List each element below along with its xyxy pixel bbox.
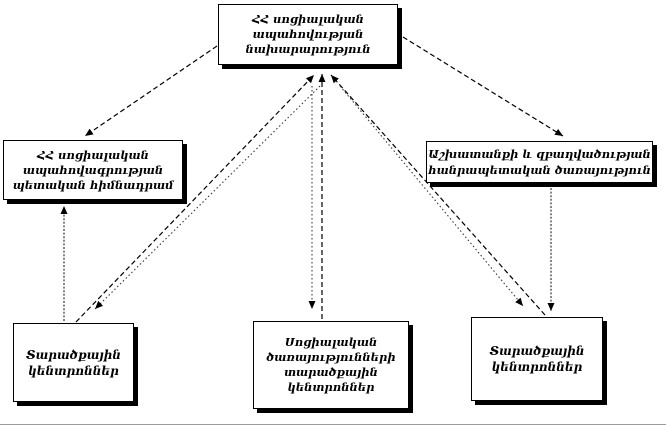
node-territorial-centers-left: Տարածքային կենտրոններ bbox=[13, 323, 134, 402]
node-fund-line: ՀՀ սոցիալական bbox=[37, 147, 149, 162]
node-social-centers-line: Սոցիալական bbox=[284, 335, 378, 349]
node-labor-service-line: հանրապետական ծառայություն bbox=[428, 163, 651, 177]
node-territorial-centers-right: Տարածքային կենտրոններ bbox=[471, 317, 603, 401]
node-social-centers-line: ծառայությունների bbox=[266, 350, 396, 364]
node-ministry: ՀՀ սոցիալական ապահովության նախարարությու… bbox=[218, 4, 398, 65]
edge-ministry-to-fund bbox=[84, 45, 218, 137]
node-labor-service-line: Աշխատանքի և զբաղվածության bbox=[428, 147, 651, 161]
node-territorial-right-line: Տարածքային bbox=[489, 344, 585, 358]
node-social-insurance-fund: ՀՀ սոցիալական ապահովագրության պետական հի… bbox=[3, 140, 183, 200]
node-territorial-right-line: կենտրոններ bbox=[491, 360, 583, 374]
edge-ministry-to-labor-service bbox=[402, 36, 564, 137]
node-ministry-line: նախարարություն bbox=[245, 42, 371, 56]
edge-ministry-to-territorial-right bbox=[339, 85, 524, 307]
node-ministry-line: ՀՀ սոցիալական bbox=[252, 12, 364, 26]
node-ministry-line: ապահովության bbox=[252, 27, 364, 41]
bottom-rule bbox=[0, 424, 666, 425]
node-territorial-left-line: կենտրոններ bbox=[28, 363, 119, 378]
node-fund-line: պետական հիմնադրամ bbox=[12, 177, 174, 192]
node-territorial-left-line: Տարածքային bbox=[25, 347, 122, 362]
node-social-centers-line: տարածքային bbox=[284, 365, 378, 379]
node-labor-employment-service: Աշխատանքի և զբաղվածության հանրապետական ծ… bbox=[426, 141, 653, 183]
node-social-service-centers: Սոցիալական ծառայությունների տարածքային կ… bbox=[253, 321, 409, 409]
node-social-centers-line: կենտրոններ bbox=[287, 380, 375, 394]
edge-territorial-right-to-ministry bbox=[330, 74, 546, 316]
node-fund-line: ապահովագրության bbox=[22, 162, 164, 177]
